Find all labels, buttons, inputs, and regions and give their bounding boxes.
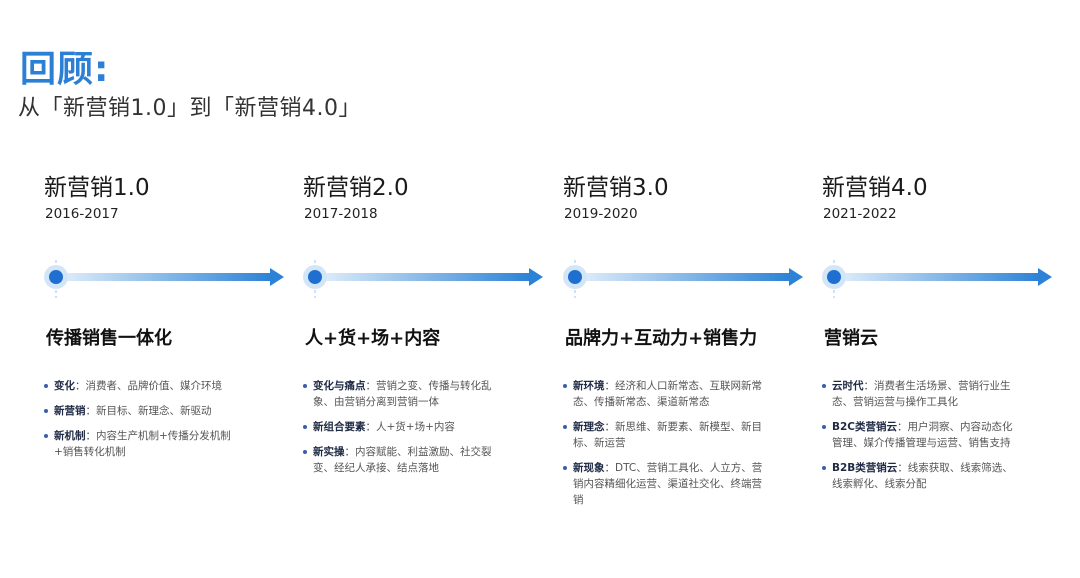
bullet-text: ：消费者生活场景、营销行业生态、营销运营与操作工具化	[832, 380, 1011, 408]
bullet-item: 新营销：新目标、新理念、新驱动	[44, 403, 244, 419]
stage-theme: 营销云	[824, 328, 878, 349]
stage-name: 新营销2.0	[303, 175, 409, 201]
arrow-shaft	[832, 273, 1040, 281]
stage-name: 新营销3.0	[563, 175, 669, 201]
bullet-text: ：营销之变、传播与转化乱象、由营销分离到营销一体	[313, 380, 492, 408]
timeline-node	[49, 270, 63, 284]
bullet-item: B2C类营销云：用户洞察、内容动态化管理、媒介传播管理与运营、销售支持	[822, 419, 1022, 451]
stage-bullets: 变化与痛点：营销之变、传播与转化乱象、由营销分离到营销一体新组合要素：人+货+场…	[303, 378, 503, 485]
bullet-item: 变化与痛点：营销之变、传播与转化乱象、由营销分离到营销一体	[303, 378, 503, 410]
bullet-item: 新组合要素：人+货+场+内容	[303, 419, 503, 435]
bullet-item: 新理念：新思维、新要素、新模型、新目标、新运营	[563, 419, 763, 451]
bullet-label: 新实操	[313, 446, 345, 458]
bullet-text: ：新思维、新要素、新模型、新目标、新运营	[573, 421, 762, 449]
stage-name: 新营销1.0	[44, 175, 150, 201]
stage-theme: 品牌力+互动力+销售力	[565, 328, 758, 349]
bullet-text: ：内容赋能、利益激励、社交裂变、经纪人承接、结点落地	[313, 446, 492, 474]
timeline-arrow	[563, 260, 803, 298]
timeline-node	[308, 270, 322, 284]
timeline-node	[827, 270, 841, 284]
stage-years: 2021-2022	[823, 206, 897, 222]
stage-theme: 传播销售一体化	[46, 328, 172, 349]
stage-name: 新营销4.0	[822, 175, 928, 201]
bullet-text: ：消费者、品牌价值、媒介环境	[75, 380, 222, 392]
bullet-label: 新理念	[573, 421, 605, 433]
bullet-item: 新实操：内容赋能、利益激励、社交裂变、经纪人承接、结点落地	[303, 444, 503, 476]
arrow-shaft	[573, 273, 791, 281]
bullet-label: B2B类营销云	[832, 462, 898, 474]
bullet-item: B2B类营销云：线索获取、线索筛选、线索孵化、线索分配	[822, 460, 1022, 492]
stage-bullets: 变化：消费者、品牌价值、媒介环境新营销：新目标、新理念、新驱动新机制：内容生产机…	[44, 378, 244, 469]
timeline-arrow	[44, 260, 284, 298]
bullet-item: 新环境：经济和人口新常态、互联网新常态、传播新常态、渠道新常态	[563, 378, 763, 410]
bullet-label: 新现象	[573, 462, 605, 474]
bullet-label: 云时代	[832, 380, 864, 392]
bullet-label: 新环境	[573, 380, 605, 392]
arrow-head	[789, 268, 803, 286]
arrow-head	[270, 268, 284, 286]
page-subtitle: 从「新营销1.0」到「新营销4.0」	[18, 96, 361, 121]
bullet-item: 新机制：内容生产机制+传播分发机制+销售转化机制	[44, 428, 244, 460]
bullet-text: ：用户洞察、内容动态化管理、媒介传播管理与运营、销售支持	[832, 421, 1013, 449]
bullet-text: ：经济和人口新常态、互联网新常态、传播新常态、渠道新常态	[573, 380, 762, 408]
bullet-text: ：线索获取、线索筛选、线索孵化、线索分配	[832, 462, 1013, 490]
arrow-shaft	[54, 273, 272, 281]
stage-bullets: 云时代：消费者生活场景、营销行业生态、营销运营与操作工具化 B2C类营销云：用户洞…	[822, 378, 1022, 501]
bullet-item: 云时代：消费者生活场景、营销行业生态、营销运营与操作工具化	[822, 378, 1022, 410]
arrow-head	[529, 268, 543, 286]
stage-bullets: 新环境：经济和人口新常态、互联网新常态、传播新常态、渠道新常态新理念：新思维、新…	[563, 378, 763, 517]
bullet-label: 新组合要素	[313, 421, 366, 433]
bullet-item: 新现象：DTC、营销工具化、人立方、营销内容精细化运营、渠道社交化、终端营销	[563, 460, 763, 508]
bullet-label: 变化与痛点	[313, 380, 366, 392]
page-title: 回顾:	[20, 49, 110, 90]
timeline-arrow	[822, 260, 1052, 298]
bullet-label: 变化	[54, 380, 75, 392]
stage-years: 2016-2017	[45, 206, 119, 222]
stage-years: 2017-2018	[304, 206, 378, 222]
arrow-head	[1038, 268, 1052, 286]
stage-years: 2019-2020	[564, 206, 638, 222]
timeline-node	[568, 270, 582, 284]
timeline-arrow	[303, 260, 543, 298]
bullet-item: 变化：消费者、品牌价值、媒介环境	[44, 378, 244, 394]
bullet-text: ：人+货+场+内容	[365, 421, 455, 433]
arrow-shaft	[313, 273, 531, 281]
stage-theme: 人+货+场+内容	[305, 328, 441, 349]
bullet-label: 新营销	[54, 405, 86, 417]
bullet-text: ：DTC、营销工具化、人立方、营销内容精细化运营、渠道社交化、终端营销	[573, 462, 763, 506]
bullet-label: 新机制	[54, 430, 86, 442]
bullet-label: B2C类营销云	[832, 421, 898, 433]
bullet-text: ：新目标、新理念、新驱动	[85, 405, 212, 417]
bullet-text: ：内容生产机制+传播分发机制+销售转化机制	[54, 430, 231, 458]
